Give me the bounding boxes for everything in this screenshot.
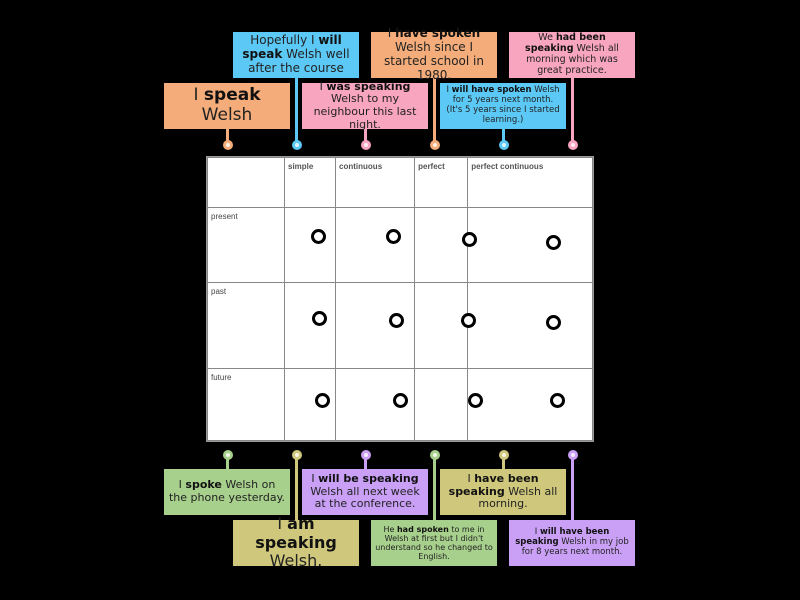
- verb-phrase: spoke: [185, 478, 222, 492]
- connector-line: [226, 129, 229, 145]
- answer-card[interactable]: He had spoken to me in Welsh at first bu…: [371, 520, 497, 566]
- sentence-text: I: [387, 26, 396, 41]
- pin-handle[interactable]: [291, 140, 302, 150]
- row-present: present: [207, 207, 285, 283]
- sentence-text: I: [467, 472, 475, 486]
- answer-card[interactable]: I speak Welsh: [164, 83, 290, 129]
- sentence-text: Welsh in my job for 8 years next month.: [521, 537, 629, 557]
- sentence-text: Welsh all morning which was great practi…: [526, 43, 619, 76]
- verb-phrase: had been speaking: [525, 32, 606, 55]
- sentence-text: I: [446, 85, 452, 96]
- drop-target[interactable]: [315, 393, 330, 408]
- sentence-text: to me in Welsh at first but I didn't und…: [375, 524, 493, 562]
- sentence-text: I: [178, 478, 186, 492]
- connector-line: [571, 78, 574, 145]
- drop-target[interactable]: [393, 393, 408, 408]
- connector-line: [364, 129, 367, 145]
- sentence-text: Welsh well after the course: [248, 47, 350, 75]
- drop-target[interactable]: [312, 311, 327, 326]
- sentence-text: Welsh on the phone yesterday.: [168, 478, 286, 504]
- pin-handle[interactable]: [429, 140, 440, 150]
- verb-phrase: will be speaking: [318, 472, 419, 486]
- pin-handle[interactable]: [567, 140, 578, 150]
- sentence-text: I: [193, 85, 204, 106]
- header-continuous: continuous: [335, 157, 416, 208]
- sentence-text: Welsh.: [269, 551, 323, 571]
- sentence-text: We: [538, 32, 556, 44]
- verb-phrase: have spoken: [395, 26, 481, 41]
- pin-handle[interactable]: [291, 450, 302, 460]
- sentence-text: He: [383, 524, 397, 534]
- connector-line: [295, 78, 298, 145]
- sentence-text: Welsh for 5 years next month. (It's 5 ye…: [446, 85, 560, 125]
- drop-target[interactable]: [386, 229, 401, 244]
- drop-target[interactable]: [546, 235, 561, 250]
- answer-card[interactable]: I have been speaking Welsh all morning.: [440, 469, 566, 515]
- answer-card[interactable]: I will have been speaking Welsh in my jo…: [509, 520, 635, 566]
- verb-phrase: had spoken: [396, 524, 449, 534]
- answer-card[interactable]: I have spoken Welsh since I started scho…: [371, 27, 497, 82]
- pin-handle[interactable]: [360, 140, 371, 150]
- sentence-text: I: [311, 472, 319, 486]
- pin-handle[interactable]: [360, 450, 371, 460]
- connector-line: [433, 455, 436, 520]
- sentence-text: Welsh to my neighbour this last night.: [313, 92, 417, 131]
- row-past: past: [207, 282, 285, 369]
- sentence-text: I: [319, 79, 327, 93]
- verb-phrase: will have spoken: [451, 85, 532, 96]
- connector-line: [502, 129, 505, 145]
- connector-line: [295, 455, 298, 520]
- verb-phrase: am speaking: [255, 514, 337, 552]
- drop-target[interactable]: [461, 313, 476, 328]
- verb-phrase: speak: [203, 85, 261, 106]
- verb-phrase: will have been speaking: [515, 527, 610, 548]
- connector-line: [502, 455, 505, 469]
- verb-phrase: have been speaking: [448, 472, 539, 498]
- pin-handle[interactable]: [222, 140, 233, 150]
- pin-handle[interactable]: [567, 450, 578, 460]
- answer-card[interactable]: I spoke Welsh on the phone yesterday.: [164, 469, 290, 515]
- connector-line: [571, 455, 574, 520]
- drop-target[interactable]: [311, 229, 326, 244]
- drop-target[interactable]: [550, 393, 565, 408]
- drop-target[interactable]: [546, 315, 561, 330]
- sentence-text: Welsh: [201, 105, 253, 125]
- connector-line: [226, 455, 229, 469]
- sentence-text: Welsh since I started school in 1980.: [384, 40, 484, 82]
- sentence-text: Welsh all morning.: [478, 484, 558, 511]
- pin-handle[interactable]: [498, 140, 509, 150]
- sentence-text: I: [277, 514, 288, 534]
- row-future: future: [207, 368, 285, 441]
- pin-handle[interactable]: [222, 450, 233, 460]
- drop-target[interactable]: [389, 313, 404, 328]
- header-perfect-continuous: perfect continuous: [467, 157, 593, 208]
- drop-target[interactable]: [468, 393, 483, 408]
- answer-card[interactable]: I will be speaking Welsh all next week a…: [302, 469, 428, 515]
- sentence-text: I: [534, 527, 540, 538]
- answer-card[interactable]: I was speaking Welsh to my neighbour thi…: [302, 79, 428, 131]
- header-blank: [207, 157, 285, 208]
- answer-card[interactable]: Hopefully I will speak Welsh well after …: [233, 32, 359, 78]
- answer-card[interactable]: We had been speaking Welsh all morning w…: [509, 32, 635, 78]
- answer-card[interactable]: I am speaking Welsh.: [233, 515, 359, 570]
- pin-handle[interactable]: [498, 450, 509, 460]
- connector-line: [433, 78, 436, 145]
- header-perfect: perfect: [414, 157, 469, 208]
- sentence-text: Welsh all next week at the conference.: [310, 484, 420, 511]
- verb-phrase: was speaking: [326, 79, 411, 93]
- pin-handle[interactable]: [429, 450, 440, 460]
- connector-line: [364, 455, 367, 469]
- tense-table: simple continuous perfect perfect contin…: [206, 156, 594, 442]
- drop-target[interactable]: [462, 232, 477, 247]
- sentence-text: Hopefully I: [250, 33, 319, 48]
- header-simple: simple: [283, 157, 337, 208]
- answer-card[interactable]: I will have spoken Welsh for 5 years nex…: [440, 83, 566, 129]
- verb-phrase: will speak: [242, 33, 342, 62]
